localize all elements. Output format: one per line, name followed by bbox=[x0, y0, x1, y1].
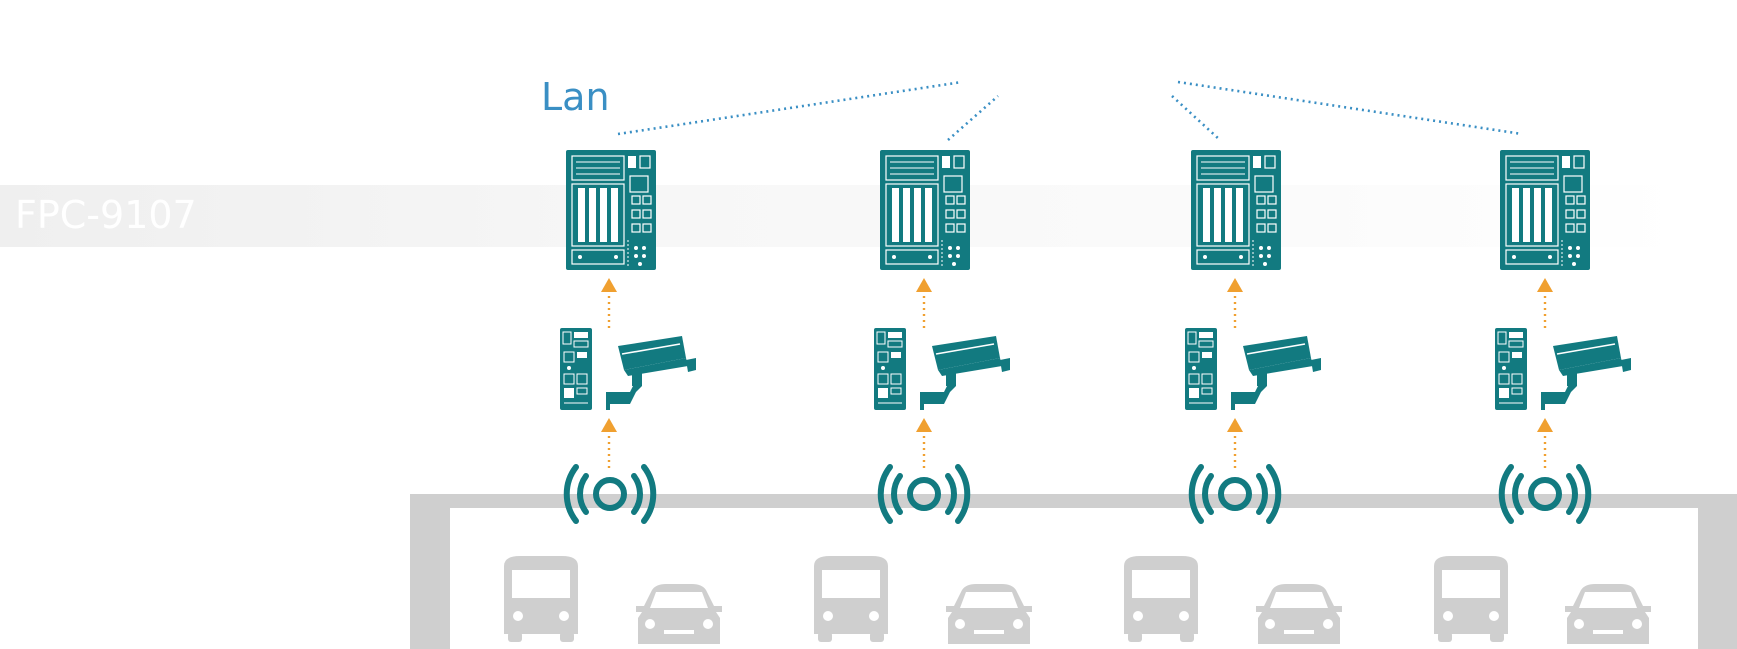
cctv-camera-icon bbox=[1540, 335, 1632, 411]
station-3 bbox=[1124, 149, 1342, 644]
industrial-pc-icon bbox=[879, 149, 971, 271]
network-lines bbox=[617, 80, 1523, 141]
bus-icon bbox=[814, 556, 888, 642]
product-label: FPC-9107 bbox=[15, 193, 197, 237]
arrow-up-icon bbox=[914, 276, 934, 330]
edge-box-pc-icon bbox=[873, 327, 907, 411]
car-icon bbox=[946, 584, 1032, 644]
industrial-pc-icon bbox=[1190, 149, 1282, 271]
arrow-up-icon bbox=[599, 276, 619, 330]
edge-box-pc-icon bbox=[1494, 327, 1528, 411]
cctv-camera-icon bbox=[1230, 335, 1322, 411]
network-label: Lan bbox=[541, 75, 610, 119]
product-band bbox=[0, 185, 1685, 247]
bus-icon bbox=[1434, 556, 1508, 642]
industrial-pc-icon bbox=[1499, 149, 1591, 271]
arrow-up-icon bbox=[599, 416, 619, 470]
industrial-pc-icon bbox=[565, 149, 657, 271]
cctv-camera-icon bbox=[605, 335, 697, 411]
arrow-up-icon bbox=[1535, 276, 1555, 330]
bus-icon bbox=[504, 556, 578, 642]
arrow-up-icon bbox=[914, 416, 934, 470]
arrow-up-icon bbox=[1535, 416, 1555, 470]
road-structure bbox=[410, 494, 1737, 649]
station-2 bbox=[814, 149, 1032, 644]
cctv-camera-icon bbox=[919, 335, 1011, 411]
bus-icon bbox=[1124, 556, 1198, 642]
station-4 bbox=[1434, 149, 1651, 644]
car-icon bbox=[1256, 584, 1342, 644]
arrow-up-icon bbox=[1225, 416, 1245, 470]
edge-box-pc-icon bbox=[559, 327, 593, 411]
edge-box-pc-icon bbox=[1184, 327, 1218, 411]
car-icon bbox=[1565, 584, 1651, 644]
car-icon bbox=[636, 584, 722, 644]
arrow-up-icon bbox=[1225, 276, 1245, 330]
station-1 bbox=[504, 149, 722, 644]
